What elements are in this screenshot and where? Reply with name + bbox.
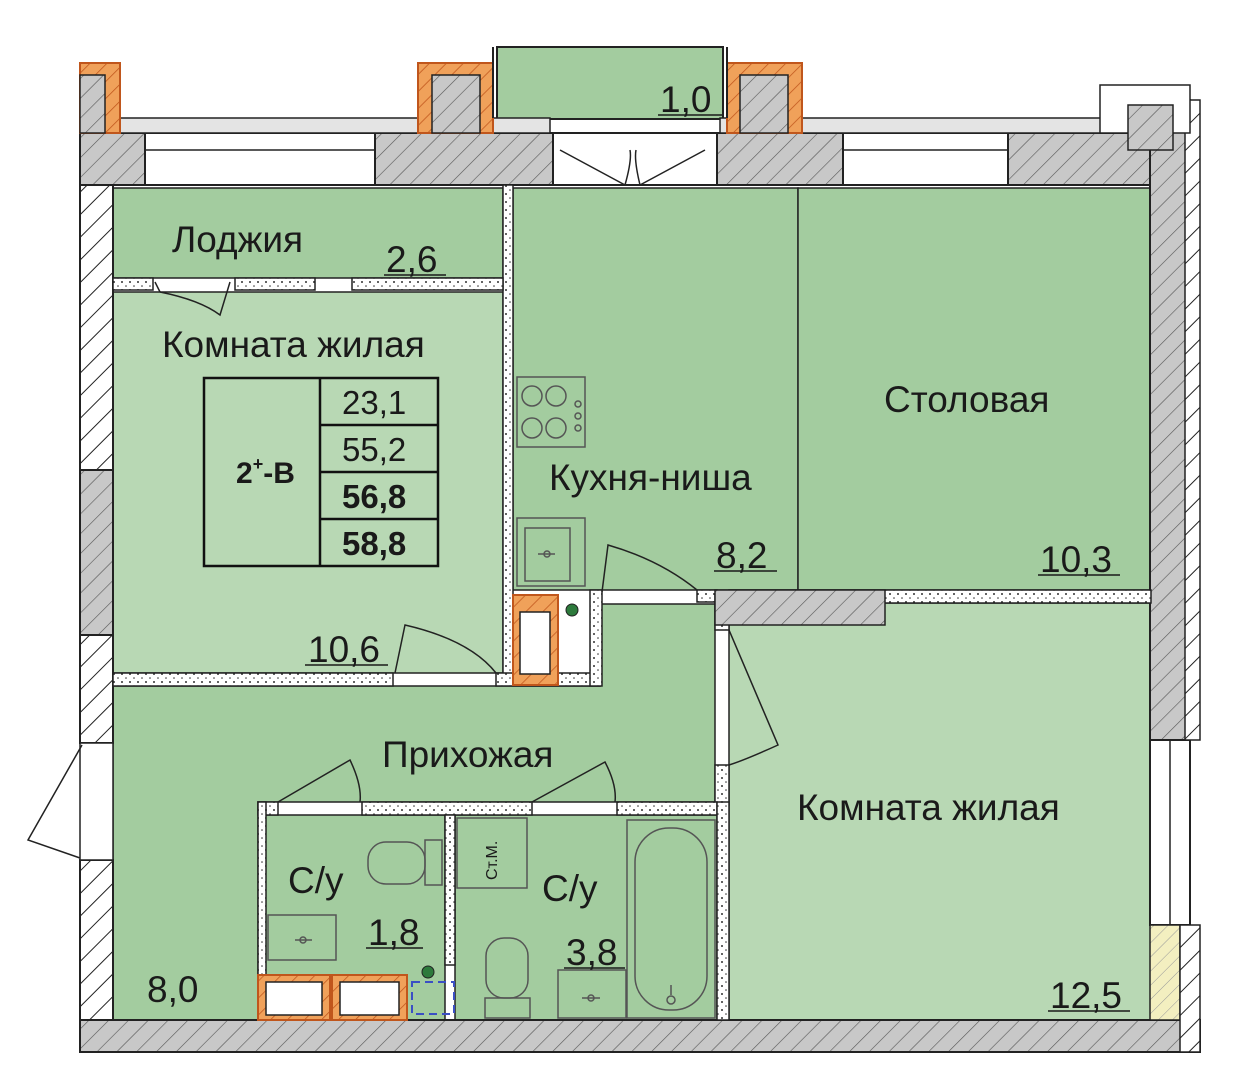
loggia-name: Лоджия	[172, 219, 303, 260]
room-living-2	[728, 602, 1152, 1021]
toilet-small-icon	[367, 839, 443, 886]
living-room-1-name: Комната жилая	[162, 324, 425, 365]
kitchen-area: 8,2	[716, 535, 767, 576]
washer-icon	[456, 817, 528, 889]
stove-icon	[516, 376, 586, 448]
living-room-2-area: 12,5	[1050, 975, 1122, 1016]
interior-doors	[154, 281, 779, 803]
apartment-legend: 2+-В 23,1 55,2 56,8 58,8	[202, 376, 440, 568]
wc-big-name: С/у	[542, 868, 598, 909]
dining-name: Столовая	[884, 379, 1049, 420]
legend-value-4: 58,8	[342, 525, 406, 562]
living-room-2-name: Комната жилая	[797, 787, 1060, 828]
washer-label: Ст.М.	[484, 841, 501, 880]
room-wc-big	[454, 814, 718, 1021]
bathtub-icon	[626, 819, 716, 1019]
interior-partitions	[112, 184, 1152, 1021]
shafts	[257, 594, 579, 1021]
legend-value-1: 23,1	[342, 384, 406, 421]
loggia-area: 2,6	[386, 239, 437, 280]
toilet-big-icon	[484, 937, 531, 1019]
apartment-type: 2+-В	[236, 454, 295, 490]
entrance-door	[26, 742, 114, 861]
legend-value-2: 55,2	[342, 431, 406, 468]
room-loggia	[112, 187, 504, 279]
sink-small-icon	[267, 914, 337, 961]
facade-pillars	[79, 47, 803, 134]
loggia-top-area: 1,0	[660, 79, 711, 120]
kitchen-sink-icon	[516, 517, 586, 587]
hall-name: Прихожая	[382, 734, 553, 775]
kitchen-name: Кухня-ниша	[549, 457, 752, 498]
dining-area: 10,3	[1040, 539, 1112, 580]
legend-value-3: 56,8	[342, 478, 406, 515]
sink-big-icon	[557, 969, 627, 1019]
balcony-door	[559, 149, 706, 186]
wc-small-area: 1,8	[368, 912, 419, 953]
room-dining	[797, 187, 1152, 591]
wc-big-area: 3,8	[566, 932, 617, 973]
wc-small-name: С/у	[288, 860, 344, 901]
area-underlines	[305, 114, 1130, 1012]
room-loggia-top	[496, 46, 724, 120]
living-room-1-area: 10,6	[308, 629, 380, 670]
hall-area: 8,0	[147, 969, 198, 1010]
